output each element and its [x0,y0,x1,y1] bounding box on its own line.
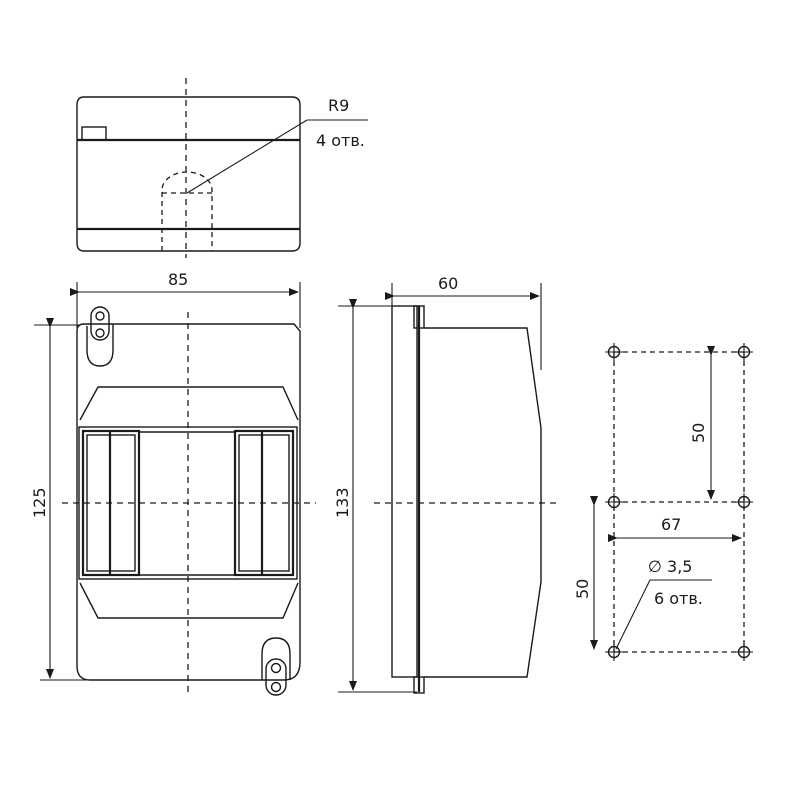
top-view-tab [81,126,107,141]
lower-50-label: 50 [573,579,592,599]
front-view-outline [76,323,301,681]
diameter-label: ∅ 3,5 [648,557,692,576]
lower-cover-bevel [79,582,299,619]
top-view-hidden-hole [161,171,213,251]
holes-count-label: 4 отв. [316,131,365,150]
width-label: 85 [168,270,188,289]
width-67-label: 67 [661,515,681,534]
height-label: 125 [30,487,49,518]
base-plate [391,305,418,678]
hole-count-label: 6 отв. [654,589,703,608]
mount-hole-bottom-right [735,643,753,661]
diameter-leader-line [615,579,651,650]
upper-cover-bevel [79,386,299,421]
bottom-mount-hole-upper [270,662,282,674]
front-view: 85 125 [30,270,316,696]
mounting-pattern: 50 50 67 ∅ 3,5 6 отв. [573,343,753,661]
radius-label: R9 [328,96,349,115]
top-view-outline [76,96,301,252]
side-height-label: 133 [333,487,352,518]
radius-leader-line [186,119,308,194]
side-view: 60 133 [333,274,556,694]
top-mount-hole-upper [95,311,105,321]
mount-hole-bottom-left [605,643,623,661]
bottom-mount-hole-lower [270,681,282,693]
bottom-mount-slot [265,658,287,696]
top-mount-slot [90,306,110,341]
mount-hole-top-right [735,343,753,361]
mount-hole-top-left [605,343,623,361]
mount-hole-middle-right [735,493,753,511]
mount-hole-middle-left [605,493,623,511]
upper-50-label: 50 [689,423,708,443]
bottom-mount-ear [261,637,291,680]
depth-label: 60 [438,274,458,293]
top-mount-ear [86,324,114,367]
top-view: R9 4 отв. [76,78,368,258]
top-mount-hole-lower [95,328,105,338]
cover-profile [424,327,542,678]
